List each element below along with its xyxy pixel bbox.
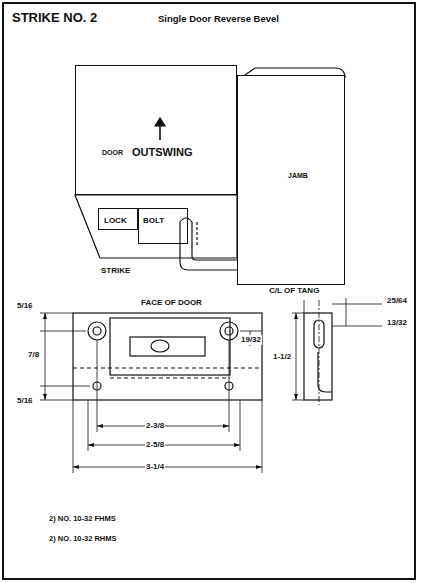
dimension-label: 7/8	[27, 350, 40, 360]
dimension-label: C/L OF TANG	[268, 286, 320, 296]
note-text: 2) NO. 10-32 RHMS	[48, 534, 118, 544]
node-label: BOLT	[143, 215, 164, 226]
subtitle: Single Door Reverse Bevel	[157, 14, 280, 24]
dimension-label: FACE OF DOOR	[140, 298, 203, 308]
node-label: DOOR	[102, 148, 123, 158]
lock-box: LOCK	[98, 208, 138, 230]
dimension-label: 13/32	[386, 318, 408, 328]
diagram-title: STRIKE NO. 2	[12, 10, 97, 25]
bolt-box: BOLT	[138, 208, 188, 244]
door-box: DOOR OUTSWING	[75, 65, 237, 195]
dimension-label: 5/16	[16, 301, 34, 311]
dimension-label: 5/16	[16, 396, 34, 406]
dimension-label: 25/64	[386, 296, 408, 306]
dimension-label: 2-5/8	[145, 440, 165, 450]
node-label: LOCK	[104, 215, 127, 226]
dimension-label: 2-3/8	[145, 421, 165, 431]
node-label: OUTSWING	[132, 145, 193, 159]
dimension-label: 19/32	[240, 335, 262, 345]
dimension-label: STRIKE	[100, 266, 131, 276]
jamb-box: JAMB	[237, 75, 345, 285]
dimension-label: 1-1/2	[272, 352, 292, 362]
node-label: JAMB	[288, 171, 308, 181]
dimension-label: 3-1/4	[145, 462, 165, 472]
note-text: 2) NO. 10-32 FHMS	[48, 514, 117, 524]
